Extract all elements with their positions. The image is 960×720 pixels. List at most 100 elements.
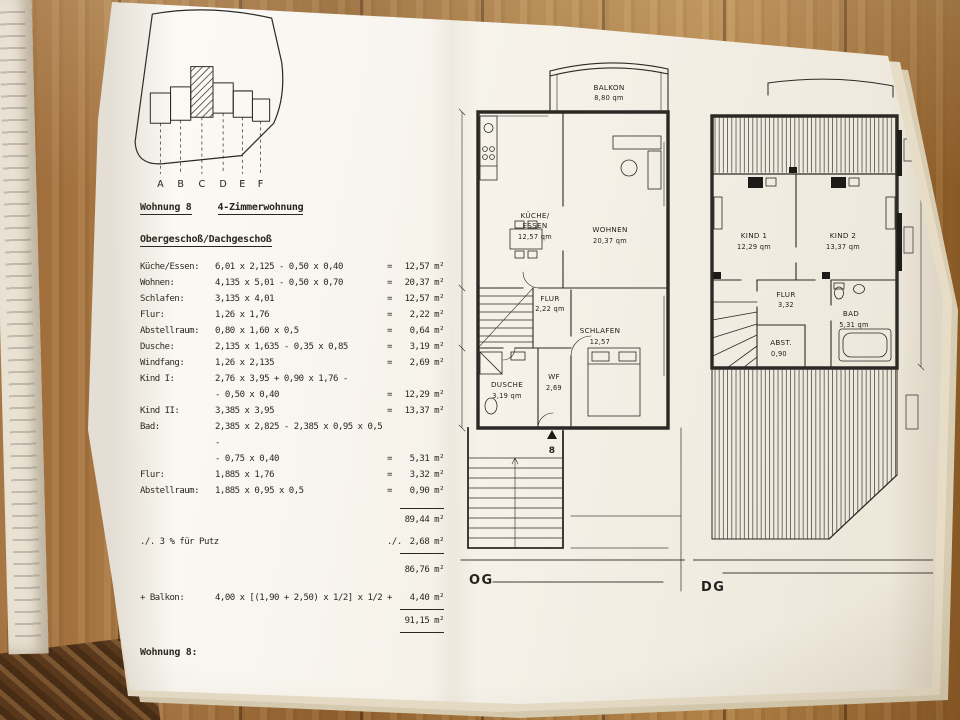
og-area-dusche: 3,19 qm — [492, 392, 522, 400]
calc-row: Flur:1,885 x 1,76=3,32 m² — [140, 467, 460, 483]
equals-sign: = — [387, 454, 392, 464]
dg-wall-bars — [897, 130, 902, 271]
site-letter-e: E — [239, 179, 245, 190]
room-label: Abstellraum: — [140, 486, 200, 496]
dg-roof-arc — [767, 78, 894, 98]
page-title: Wohnung 8 4-Zimmerwohnung — [140, 202, 304, 215]
dg-label-abst: ABST. — [770, 338, 792, 347]
apartment-name: Wohnung 8 — [140, 202, 192, 215]
room-label: Schlafen: — [140, 294, 185, 304]
footer-label: Wohnung 8: — [140, 647, 198, 658]
og-area-kueche: 12,57 qm — [518, 233, 552, 241]
og-entrance-marker — [547, 430, 557, 439]
plaster-deduction-row: ./. 3 % für Putz./.2,68 m² — [140, 534, 460, 550]
area-value: 12,57 m² — [404, 262, 445, 272]
og-outer-wall — [476, 110, 670, 430]
total-row: 91,15 m² — [140, 613, 460, 629]
equals-sign: = — [387, 406, 392, 416]
calc-row: Bad:2,385 x 2,825 - 2,385 x 0,95 x 0,5 -… — [140, 419, 460, 467]
equals-sign: = — [387, 486, 392, 496]
formula-line-2: - 0,50 x 0,40 — [215, 390, 279, 400]
apartment-type: 4-Zimmerwohnung — [217, 202, 304, 215]
og-unit-number: 8 — [549, 446, 556, 456]
dimension-formula: 1,26 x 2,135 — [215, 358, 275, 368]
og-label-kueche-2: ESSEN — [522, 221, 547, 230]
og-floor-plan: BALKON 8,80 qm KÜCHE/ ESSEN 12,57 qm WOH… — [458, 62, 685, 592]
site-plan-sketch: A B C D E F — [134, 9, 284, 190]
floor-heading-text: Obergeschoß/Dachgeschoß — [140, 234, 272, 247]
room-label: Windfang: — [140, 358, 185, 368]
highlighted-building — [190, 66, 214, 118]
formula-line-1: 2,385 x 2,825 - 2,385 x 0,95 x 0,5 - — [215, 422, 383, 448]
dimension-formula: 3,135 x 4,01 — [215, 294, 275, 304]
dimension-formula: 0,80 x 1,60 x 0,5 — [215, 326, 299, 336]
og-area-balkon: 8,80 qm — [594, 94, 624, 102]
calc-row: Abstellraum:0,80 x 1,60 x 0,5=0,64 m² — [140, 323, 460, 339]
dimension-formula: 1,26 x 1,76 — [215, 310, 270, 320]
dg-label-kind1: KIND 1 — [741, 231, 767, 240]
site-letter-c: C — [199, 179, 206, 190]
calc-row: Küche/Essen:6,01 x 2,125 - 0,50 x 0,40=1… — [140, 259, 460, 275]
dg-label-flur: FLUR — [776, 290, 795, 299]
og-dining-set — [509, 220, 543, 259]
equals-sign: = — [387, 278, 392, 288]
sum-rule — [400, 609, 444, 610]
room-label: Dusche: — [140, 342, 175, 352]
og-label-wohnen: WOHNEN — [592, 225, 627, 234]
og-dimension-line — [458, 108, 466, 432]
total-rule — [400, 632, 444, 633]
dg-side-fixtures — [903, 138, 919, 430]
equals-sign: = — [387, 310, 392, 320]
dimension-formula: 3,385 x 3,95 — [215, 406, 275, 416]
floor-heading: Obergeschoß/Dachgeschoß — [140, 234, 272, 247]
area-value: 0,90 m² — [409, 486, 445, 496]
calc-row: Schlafen: 3,135 x 4,01 = 12,57 m² — [140, 291, 460, 307]
og-label-wf: WF — [548, 372, 560, 381]
equals-sign: = — [387, 294, 392, 304]
og-label-dusche: DUSCHE — [491, 380, 523, 389]
room-label: Abstellraum: — [140, 326, 200, 336]
site-letter-d: D — [219, 179, 226, 190]
area-calculation-table: Küche/Essen:6,01 x 2,125 - 0,50 x 0,40=1… — [140, 259, 460, 661]
site-buildings — [149, 66, 271, 124]
og-shower-fixtures — [479, 351, 526, 415]
og-area-flur: 2,22 qm — [535, 305, 565, 313]
area-value: 13,37 m² — [404, 406, 445, 416]
net-area-row: 86,76 m² — [140, 562, 460, 578]
room-label: Flur: — [140, 470, 165, 480]
og-internal-stair — [477, 287, 534, 349]
og-area-wohnen: 20,37 qm — [593, 237, 627, 245]
dg-area-abst: 0,90 — [771, 350, 787, 358]
dg-bathtub — [838, 328, 892, 362]
area-value: 2,22 m² — [409, 310, 445, 320]
equals-sign: = — [387, 390, 392, 400]
area-value: 3,19 m² — [409, 342, 445, 352]
calc-row: Kind II:3,385 x 3,95=13,37 m² — [140, 403, 460, 419]
og-neighbor-lines — [570, 427, 682, 592]
net-area-value: 86,76 m² — [404, 565, 445, 575]
og-label-balkon: BALKON — [593, 83, 624, 92]
area-value: 2,69 m² — [409, 358, 445, 368]
equals-sign: = — [387, 470, 392, 480]
room-label: Kind I: — [140, 374, 175, 384]
subtotal-value: 89,44 m² — [404, 515, 445, 525]
og-area-schlafen: 12,57 — [590, 338, 610, 346]
dg-area-flur: 3,32 — [778, 301, 794, 309]
dg-area-bad: 5,31 qm — [839, 321, 869, 329]
equals-sign: = — [387, 326, 392, 336]
formula-line-1: 2,76 x 3,95 + 0,90 x 1,76 - — [215, 374, 348, 384]
dimension-formula: 6,01 x 2,125 - 0,50 x 0,40 — [215, 262, 343, 272]
dg-partitions — [711, 173, 898, 369]
area-value: 20,37 m² — [404, 278, 445, 288]
plus-sign: + — [387, 593, 392, 603]
sum-rule — [400, 553, 444, 554]
dimension-formula: 2,76 x 3,95 + 0,90 x 1,76 - - 0,50 x 0,40 — [215, 371, 387, 403]
dimension-formula: 2,385 x 2,825 - 2,385 x 0,95 x 0,5 -- 0,… — [215, 419, 387, 467]
dg-floor-label: DG — [701, 580, 725, 595]
area-value: 12,57 m² — [404, 294, 445, 304]
site-leader-lines — [160, 113, 261, 174]
dimension-formula: 2,135 x 1,635 - 0,35 x 0,85 — [215, 342, 348, 352]
og-ground-lines — [460, 559, 685, 583]
og-label-flur: FLUR — [540, 294, 559, 303]
